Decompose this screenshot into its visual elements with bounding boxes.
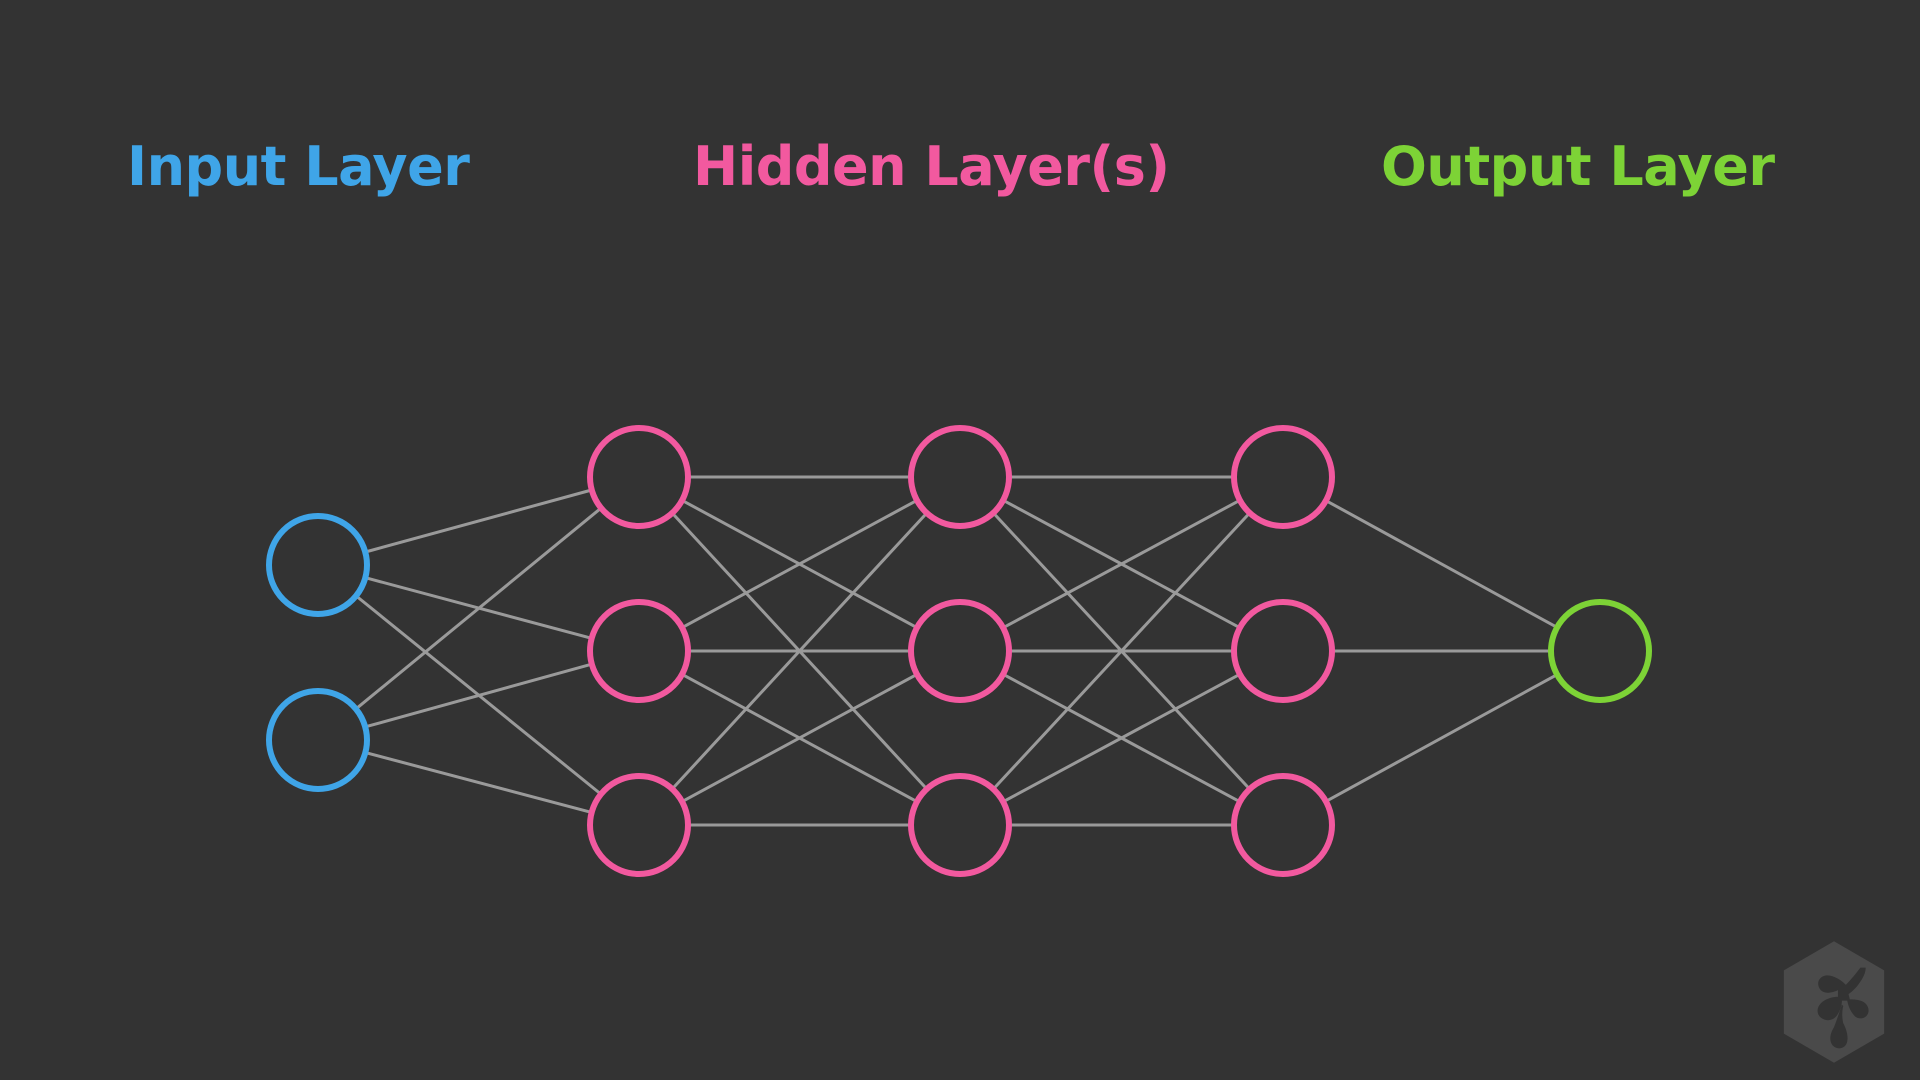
edge-group	[356, 475, 1556, 827]
connection-line	[1327, 674, 1556, 802]
node-hidden-h3_2[interactable]	[1231, 599, 1335, 703]
node-hidden-h1_1[interactable]	[587, 425, 691, 529]
node-hidden-h2_2[interactable]	[908, 599, 1012, 703]
connection-line	[1004, 674, 1239, 802]
node-group	[266, 425, 1652, 877]
output-layer-label: Output Layer	[1381, 135, 1775, 198]
connection-line	[366, 489, 591, 553]
connection-line	[366, 663, 591, 728]
node-hidden-h2_1[interactable]	[908, 425, 1012, 529]
hidden-layer-label: Hidden Layer(s)	[693, 135, 1170, 198]
connection-line	[683, 674, 916, 802]
connection-line	[1327, 500, 1556, 628]
hexagon-logo-icon	[1783, 941, 1885, 1063]
node-hidden-h3_1[interactable]	[1231, 425, 1335, 529]
connection-line	[356, 508, 601, 709]
node-hidden-h3_3[interactable]	[1231, 773, 1335, 877]
node-input-i2[interactable]	[266, 688, 370, 792]
node-output-o1[interactable]	[1548, 599, 1652, 703]
connection-line	[672, 513, 927, 789]
node-input-i1[interactable]	[266, 513, 370, 617]
node-hidden-h1_3[interactable]	[587, 773, 691, 877]
node-hidden-h1_2[interactable]	[587, 599, 691, 703]
input-layer-label: Input Layer	[127, 135, 470, 198]
connection-line	[993, 513, 1250, 789]
connection-line	[1004, 500, 1239, 628]
connection-line	[683, 500, 916, 628]
connection-line	[366, 751, 591, 814]
node-hidden-h2_3[interactable]	[908, 773, 1012, 877]
